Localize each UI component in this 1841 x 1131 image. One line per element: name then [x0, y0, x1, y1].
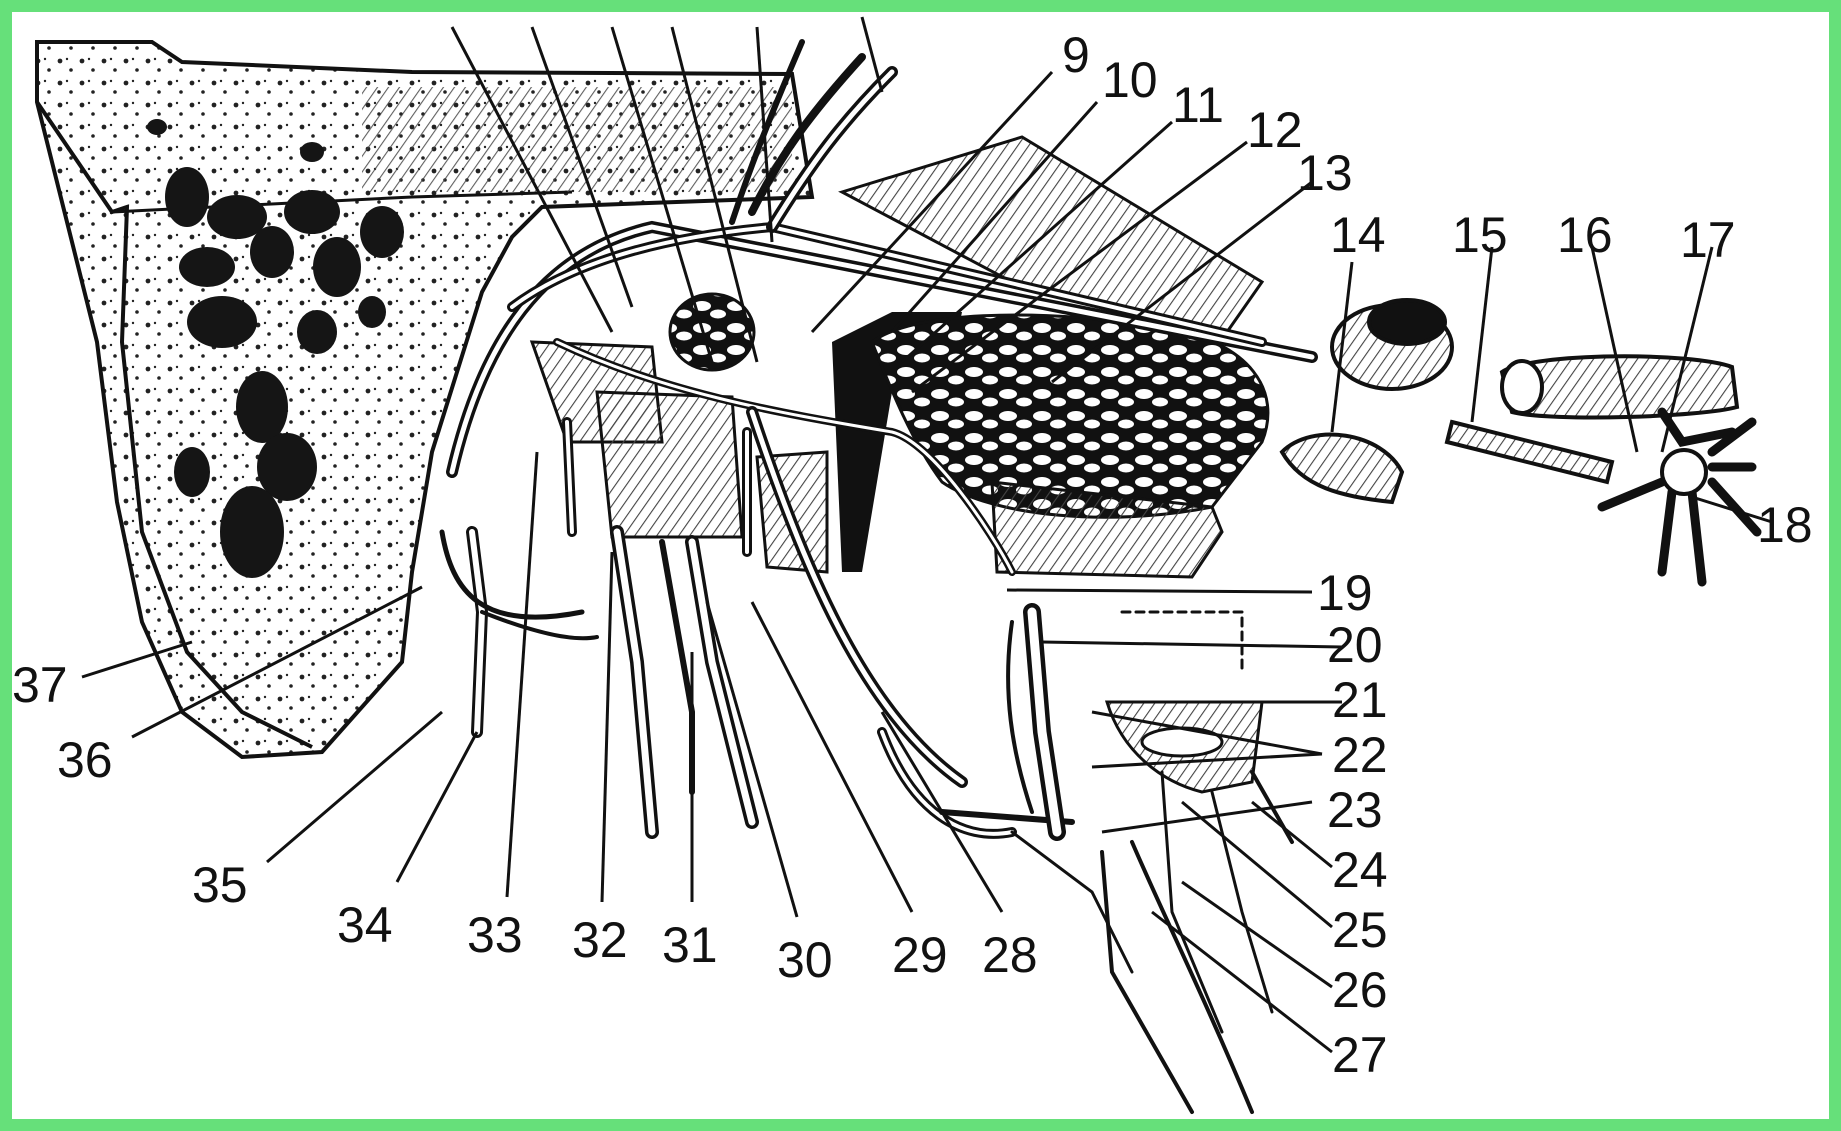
label-35: 35 [192, 857, 248, 913]
leader-34 [397, 732, 477, 882]
label-16: 16 [1557, 207, 1613, 263]
label-21: 21 [1332, 672, 1388, 728]
label-32: 32 [572, 912, 628, 968]
leader-33 [507, 452, 537, 897]
label-37: 37 [12, 657, 68, 713]
label-34: 34 [337, 897, 393, 953]
label-27: 27 [1332, 1027, 1388, 1083]
label-9: 9 [1062, 27, 1090, 83]
petrous-hatched-area [362, 87, 792, 192]
ear-canal-and-ganglion [1282, 300, 1757, 582]
label-19: 19 [1317, 565, 1373, 621]
label-28: 28 [982, 927, 1038, 983]
label-12: 12 [1247, 102, 1303, 158]
leader-28 [882, 712, 1002, 912]
leader-24 [1252, 802, 1332, 867]
label-18: 18 [1757, 497, 1813, 553]
leader-15 [1472, 247, 1492, 422]
leader-20 [1042, 642, 1342, 647]
label-22: 22 [1332, 727, 1388, 783]
leader-26 [1182, 882, 1332, 987]
label-20: 20 [1327, 617, 1383, 673]
label-25: 25 [1332, 902, 1388, 958]
cochlear-region [872, 315, 1268, 517]
label-30: 30 [777, 932, 833, 988]
leader-16 [1592, 247, 1637, 452]
ear-anatomy-diagram: 9 10 11 12 13 14 15 16 17 18 19 20 21 22… [12, 12, 1829, 1119]
leader-30 [707, 602, 797, 917]
leader-19 [1007, 590, 1312, 592]
leader-17 [1662, 247, 1712, 452]
label-23: 23 [1327, 782, 1383, 838]
label-13: 13 [1297, 145, 1353, 201]
label-24: 24 [1332, 842, 1388, 898]
label-26: 26 [1332, 962, 1388, 1018]
label-14: 14 [1330, 207, 1386, 263]
label-33: 33 [467, 907, 523, 963]
label-29: 29 [892, 927, 948, 983]
hatched-block-center [597, 392, 742, 537]
label-11: 11 [1172, 77, 1224, 133]
leader-32 [602, 552, 612, 902]
lower-structures [1008, 612, 1292, 1112]
leader-23 [1102, 802, 1312, 832]
leader-27 [1152, 912, 1332, 1052]
label-15: 15 [1452, 207, 1508, 263]
label-36: 36 [57, 732, 113, 788]
diagram-frame: 9 10 11 12 13 14 15 16 17 18 19 20 21 22… [12, 12, 1829, 1119]
label-10: 10 [1102, 52, 1158, 108]
label-17: 17 [1680, 212, 1736, 268]
leader-25 [1182, 802, 1332, 927]
label-31: 31 [662, 917, 718, 973]
